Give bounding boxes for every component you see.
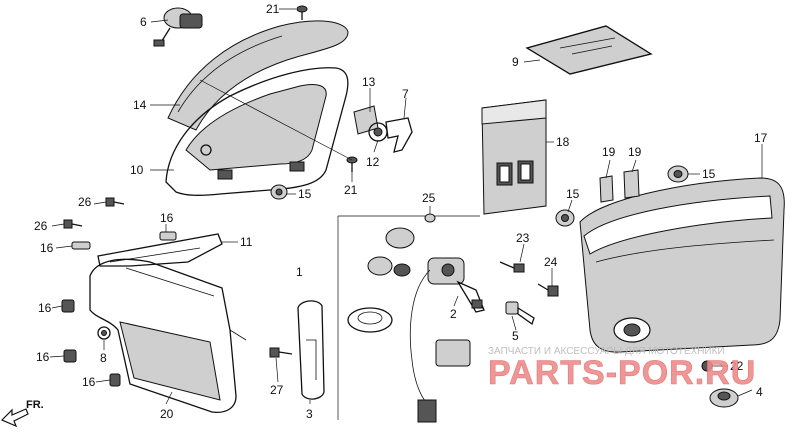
callout-label: 6 [140,15,147,29]
callout-label: 21 [266,2,280,16]
callout-label: 20 [160,407,174,421]
callout-label: 22 [730,359,744,373]
part-upper-cover-left [167,20,349,131]
callout-label: 27 [270,383,284,397]
callout-label: 7 [402,87,409,101]
arrow-left-icon [0,408,29,428]
callout-label: 25 [422,191,436,205]
part-emblems [599,169,640,203]
callout-label: 16 [82,375,96,389]
watermark-caption: ЗАПЧАСТИ И АКСЕССУАРЫ ДЛЯ МОТОТЕХНИКИ [488,346,725,357]
callout-label: 1 [296,265,303,279]
part-manual-booklet [525,25,653,75]
watermark-brand: PARTS-POR.RU [488,354,756,392]
part-cap-4 [709,388,739,408]
callout-label: 16 [160,211,174,225]
callout-label: 8 [100,351,107,365]
callout-label: 13 [362,75,376,89]
callout-label: 19 [602,145,616,159]
part-bolt-24 [537,283,559,297]
callout-label: 19 [628,145,642,159]
part-bolt-23 [499,261,525,273]
callout-label: 15 [298,187,312,201]
part-side-cover-right [579,177,785,353]
direction-marker-label: FR. [26,399,44,411]
part-bolt-26b [63,219,83,229]
callout-label: 4 [756,385,763,399]
callout-label: 9 [512,55,519,69]
callout-label: 24 [544,255,558,269]
callout-label: 11 [240,235,253,249]
part-bolt-27 [269,347,293,358]
callout-label: 12 [366,155,380,169]
part-clip-16-left [71,241,91,250]
part-clip-16-a [61,299,75,313]
part-clip-16-c [109,373,121,387]
callout-label: 10 [130,163,144,177]
part-screw-top [296,5,308,20]
part-key-5 [505,301,535,326]
part-grommet-8 [97,326,111,340]
callout-label: 26 [34,219,48,233]
part-grommet-left [270,184,288,200]
part-grommet-right [667,165,689,183]
part-screw-25 [424,213,436,223]
part-inner-cover [89,258,247,414]
part-switch-set [337,215,485,423]
callout-labels: 1 2 3 4 5 6 7 8 9 10 11 12 13 14 15 15 1… [34,2,768,421]
part-label-sheet [481,99,547,215]
part-grommet-center [555,209,575,227]
watermark: ЗАПЧАСТИ И АКСЕССУАРЫ ДЛЯ МОТОТЕХНИКИ PA… [488,346,756,392]
callout-label: 2 [450,307,457,321]
part-panel-3 [297,300,325,400]
callout-label: 23 [516,231,530,245]
callout-label: 5 [512,329,519,343]
part-clip-16-top [159,231,177,241]
callout-label: 16 [38,301,52,315]
part-lock-assembly [353,97,413,153]
callout-label: 15 [566,187,580,201]
callout-label: 18 [556,135,570,149]
callout-label: 26 [78,195,92,209]
callout-label: 16 [36,350,50,364]
callout-label: 15 [702,167,716,181]
direction-marker: FR. [0,399,44,428]
callout-label: 16 [40,241,54,255]
leader-lines [49,8,763,405]
callout-label: 14 [133,98,147,112]
part-bolt-26a [105,197,125,207]
part-lower-cover-left [165,67,349,196]
part-clip-16-b [63,349,77,363]
part-screw-mid [346,156,358,172]
callout-label: 21 [344,183,358,197]
part-seat-lock [153,7,203,47]
callout-label: 17 [754,131,768,145]
callout-label: 3 [306,407,313,421]
